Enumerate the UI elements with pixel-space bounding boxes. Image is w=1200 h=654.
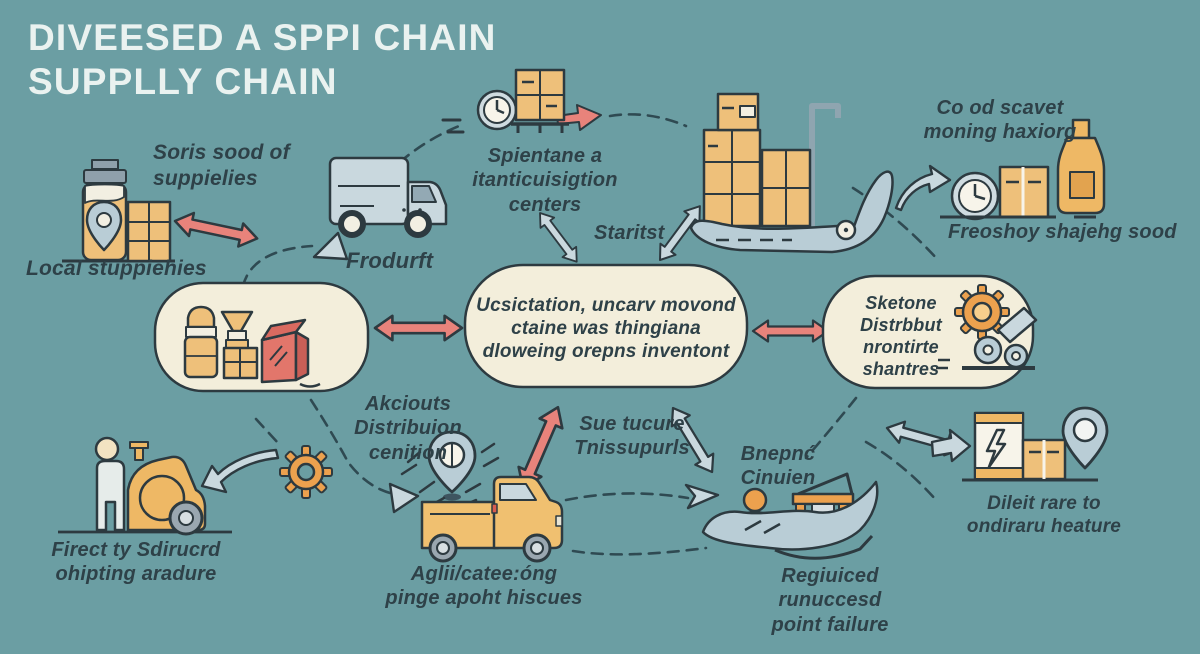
gray-curved-arrow-to-clock bbox=[894, 164, 952, 212]
label-direct-to-store: Dileit rare to ondiraru heature bbox=[966, 493, 1122, 538]
dashed-route-lines bbox=[241, 113, 940, 556]
red-arrow-suppliers-truck bbox=[171, 208, 261, 252]
supply-boat-icon bbox=[701, 472, 879, 560]
label-cold-storage: Co od scavet moning haxiorg bbox=[923, 97, 1077, 144]
warehouse-goods-icon bbox=[153, 281, 370, 393]
gray-arrowhead-to-boat bbox=[684, 483, 720, 510]
label-backup-courier: Bnepnć Cinuien bbox=[740, 443, 816, 490]
label-direct-shipping: Firect ty Sdirucrd ohipting aradure bbox=[51, 539, 221, 586]
label-center-statement: Ucsictation, uncarv movond ctaine was th… bbox=[476, 295, 736, 363]
cold-goods-icon bbox=[940, 118, 1106, 221]
local-supplier-icon bbox=[62, 159, 175, 263]
pickup-truck-icon bbox=[420, 475, 564, 563]
farm-tractor-icon bbox=[58, 436, 232, 536]
delivery-van-icon bbox=[328, 156, 448, 238]
label-alternate-routes: Aglii/catee:óng pinge apoht hiscues bbox=[385, 563, 583, 610]
label-suppliers-note: Soris sood of suppielies bbox=[153, 141, 290, 190]
distributor-machine-icon bbox=[936, 284, 1038, 370]
gear-icon bbox=[279, 445, 333, 499]
center-statement-bubble bbox=[463, 263, 749, 389]
gray-arrowhead-to-pickup bbox=[388, 482, 420, 514]
red-arrow-center-right bbox=[751, 319, 830, 343]
express-delivery-icon bbox=[962, 406, 1109, 482]
label-fresh-goods: Freoshoy shajehg sood bbox=[948, 221, 1177, 243]
label-product: Frodurft bbox=[346, 248, 434, 273]
pallet-clock-icon bbox=[441, 68, 569, 134]
label-transit: Staritst bbox=[594, 222, 665, 244]
cargo-ship-icon bbox=[689, 92, 894, 254]
label-reduced-failure: Regiuiced runuccesd point failure bbox=[771, 565, 889, 636]
lightning-icon bbox=[985, 428, 1007, 469]
label-local-suppliers: Local stuppiehies bbox=[26, 257, 207, 280]
label-distributor: Sketone Distrbbut nrontirte shantres bbox=[860, 293, 942, 379]
label-alt-distribution: Akciouts Distribuion cenition bbox=[354, 393, 462, 464]
page-title: DIVEESED A SPPI CHAIN SUPPLLY CHAIN bbox=[28, 17, 497, 102]
distributor-bubble bbox=[821, 274, 1038, 390]
gray-arrow-to-boxes bbox=[930, 428, 972, 463]
gray-arrowhead-to-van bbox=[312, 231, 349, 261]
gray-curved-arrow-to-tractor bbox=[200, 448, 280, 494]
label-distribution-centers: Spientane a itanticuisigtion centers bbox=[472, 145, 618, 216]
red-arrow-left-center bbox=[373, 314, 464, 342]
label-secure-transport: Sue tucure Tnissupurls bbox=[574, 413, 690, 460]
